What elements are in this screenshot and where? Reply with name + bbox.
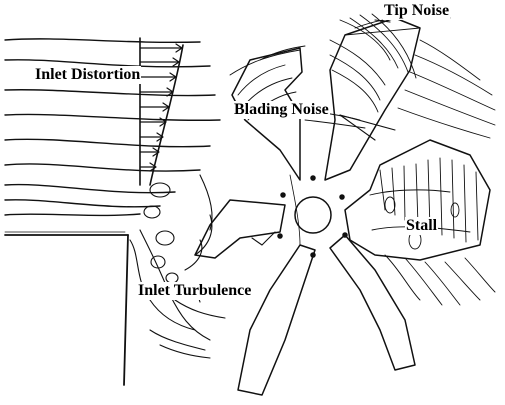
fan-rotor [195,18,490,395]
inlet-eddies [130,175,225,358]
label-inlet-distortion: Inlet Distortion [34,66,141,84]
label-tip-noise: Tip Noise [383,2,450,20]
label-blading-noise: Blading Noise [233,101,330,119]
velocity-profile [140,38,183,185]
label-stall: Stall [405,217,438,235]
inlet-wall [5,232,128,385]
label-inlet-turbulence: Inlet Turbulence [137,282,252,300]
